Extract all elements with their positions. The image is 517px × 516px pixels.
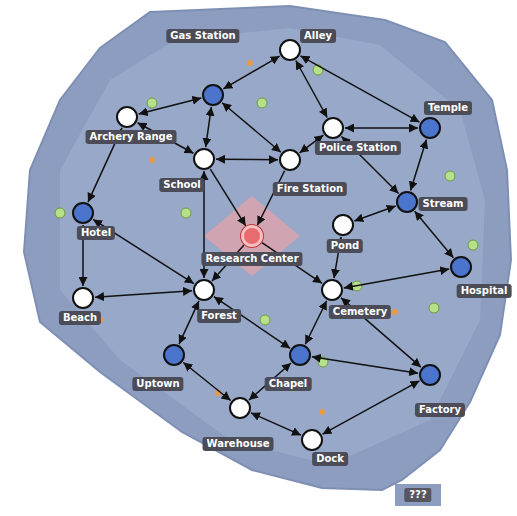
map-ground	[24, 6, 511, 490]
location-node: Police Station	[322, 117, 344, 139]
location-label: Beach	[59, 311, 101, 325]
location-label: Police Station	[315, 141, 401, 155]
location-node: Chapel	[289, 344, 311, 366]
route-arrow	[206, 107, 212, 147]
route-arrow	[183, 363, 230, 401]
location-node: Gas Station	[202, 84, 224, 106]
location-label: Gas Station	[166, 29, 239, 43]
location-node: School	[193, 148, 215, 170]
location-label: Hospital	[457, 284, 512, 298]
route-arrow	[354, 206, 395, 221]
location-label: School	[159, 178, 204, 192]
location-label: Stream	[419, 197, 468, 211]
location-node: Research Center	[241, 225, 263, 247]
route-arrow	[257, 171, 284, 226]
location-label: Uptown	[132, 377, 183, 391]
map-label: ???	[404, 488, 431, 502]
route-arrow	[139, 98, 202, 114]
route-arrow	[216, 158, 278, 160]
route-arrow	[312, 357, 418, 373]
location-label: Fire Station	[273, 182, 347, 196]
location-label: Factory	[415, 403, 465, 417]
location-node: Pond	[332, 214, 354, 236]
route-arrow	[251, 413, 301, 435]
location-label: Alley	[300, 29, 336, 43]
location-node: Fire Station	[279, 149, 301, 171]
route-arrow	[300, 56, 419, 122]
location-node: Hospital	[450, 256, 472, 278]
location-node: Stream	[396, 191, 418, 213]
location-node: Dock	[301, 429, 323, 451]
location-node: Alley	[279, 39, 301, 61]
route-arrow	[323, 381, 420, 434]
location-label: Archery Range	[86, 130, 177, 144]
location-label: Research Center	[201, 252, 302, 266]
map-annex	[395, 484, 441, 506]
route-arrow	[415, 211, 454, 258]
location-label: Warehouse	[203, 437, 274, 451]
map-inner-ground	[60, 28, 485, 465]
location-node: Temple	[419, 117, 441, 139]
location-label: Chapel	[265, 377, 312, 391]
location-node: Beach	[72, 287, 94, 309]
route-arrow	[210, 169, 245, 226]
location-node: Archery Range	[116, 106, 138, 128]
location-label: Cemetery	[329, 305, 391, 319]
location-node: Warehouse	[229, 397, 251, 419]
route-arrow	[95, 291, 192, 297]
route-arrow	[305, 301, 326, 344]
route-arrow	[344, 269, 449, 288]
location-label: Hotel	[77, 226, 115, 240]
location-label: Pond	[327, 239, 363, 253]
location-node: Factory	[419, 364, 441, 386]
location-node: Forest	[193, 279, 215, 301]
location-label: Forest	[197, 309, 241, 323]
location-label: Dock	[312, 452, 348, 466]
location-label: Temple	[424, 101, 472, 115]
location-node: Cemetery	[321, 279, 343, 301]
route-arrow	[222, 103, 281, 153]
map-markers	[97, 60, 398, 415]
route-arrow	[296, 61, 327, 118]
route-arrow	[345, 127, 418, 129]
map-icons	[55, 65, 478, 367]
route-arrow	[411, 139, 427, 190]
location-node: Uptown	[163, 344, 185, 366]
location-node: Hotel	[72, 202, 94, 224]
route-arrow	[223, 56, 279, 89]
route-arrow	[179, 301, 199, 344]
